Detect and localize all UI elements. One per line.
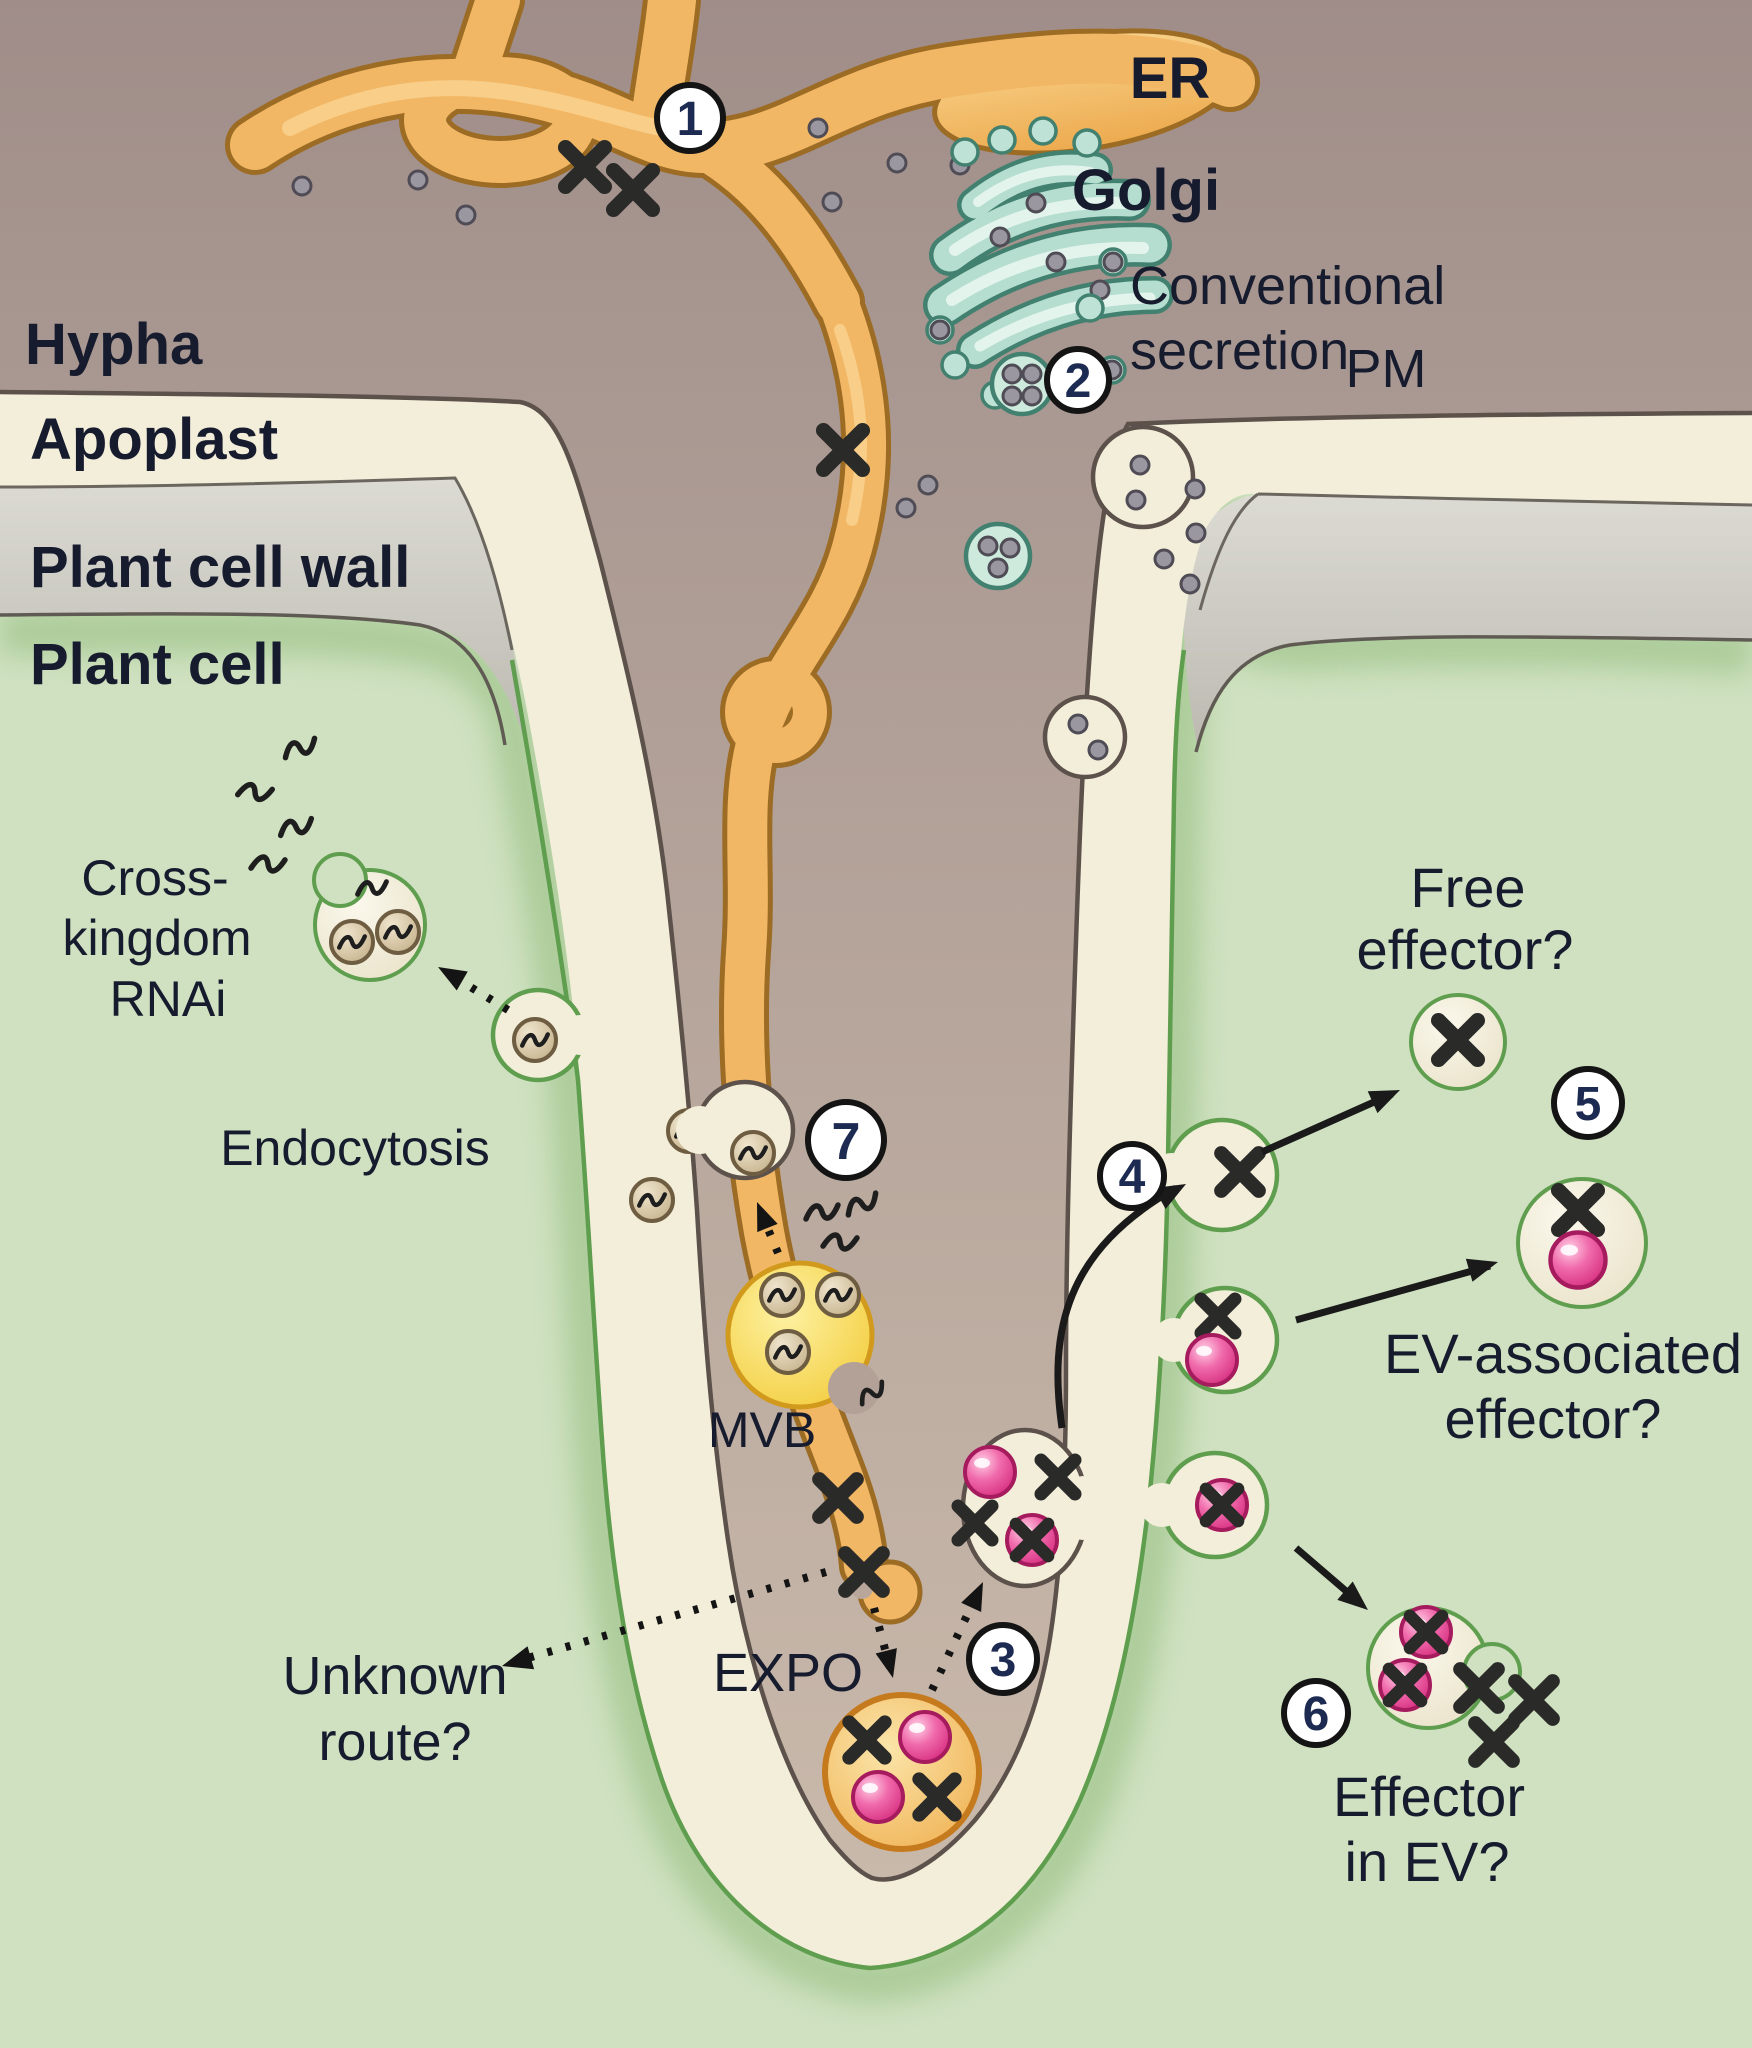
ribosome-dot bbox=[807, 117, 829, 139]
label-plant-cell: Plant cell bbox=[30, 632, 285, 697]
ribosome-dot bbox=[821, 191, 843, 213]
step-circle-2: 2 bbox=[1044, 346, 1112, 414]
label-cross-kingdom-2: kingdom bbox=[63, 910, 252, 966]
mvb-body bbox=[725, 1260, 887, 1414]
plant-pm-line bbox=[509, 649, 1187, 1971]
apoplast-wall-line-left bbox=[0, 476, 514, 651]
step-circle-5: 5 bbox=[1551, 1066, 1625, 1140]
secretory-vesicle-3dots bbox=[963, 521, 1033, 591]
rna-vesicle bbox=[631, 1179, 673, 1221]
ribosome-dot bbox=[886, 152, 908, 174]
free-effector-vesicle bbox=[1409, 993, 1507, 1091]
step-number: 1 bbox=[677, 93, 704, 146]
fungal-pm-bleb-1 bbox=[1090, 424, 1196, 530]
cargo-dot bbox=[989, 226, 1011, 248]
ribosome-dot bbox=[455, 204, 477, 226]
label-ev-associated-2: effector? bbox=[1445, 1387, 1662, 1450]
plant-cell-wall-right bbox=[1183, 494, 1752, 750]
step-circle-6: 6 bbox=[1281, 1678, 1351, 1748]
label-effector-in-ev-1: Effector bbox=[1333, 1765, 1525, 1828]
step-number: 2 bbox=[1065, 355, 1092, 408]
release-arrows bbox=[1054, 1090, 1491, 1606]
label-apoplast: Apoplast bbox=[30, 407, 278, 472]
cargo-dot bbox=[1045, 251, 1067, 273]
golgi-stack bbox=[923, 116, 1174, 591]
label-mvb: MVB bbox=[708, 1402, 816, 1458]
apoplast-wall-line-right bbox=[1198, 492, 1752, 611]
endocytosis-bleb-left bbox=[490, 987, 600, 1083]
dashed-arrowheads bbox=[438, 967, 983, 1678]
step-circle-7: 7 bbox=[805, 1099, 887, 1181]
label-cross-kingdom-3: RNAi bbox=[110, 971, 227, 1027]
label-conventional-secretion-1: Conventional bbox=[1130, 256, 1445, 316]
label-er: ER bbox=[1130, 46, 1211, 111]
expo-compartment bbox=[822, 1692, 982, 1852]
label-endocytosis: Endocytosis bbox=[220, 1120, 490, 1176]
plant-bleb-intact-ev bbox=[1140, 1450, 1270, 1560]
label-cross-kingdom-1: Cross- bbox=[81, 850, 228, 906]
label-plant-cell-wall: Plant cell wall bbox=[30, 535, 410, 600]
hypha-cytoplasm bbox=[0, 0, 1752, 1880]
rna-uptake-bleb bbox=[676, 1079, 796, 1181]
plant-bleb-ev-effector bbox=[1152, 1285, 1280, 1395]
wall-cell-line-left bbox=[0, 612, 507, 746]
label-expo: EXPO bbox=[713, 1643, 863, 1703]
secretory-vesicle-4dots bbox=[989, 351, 1055, 417]
cargo-dot bbox=[1025, 192, 1047, 214]
ev-release-bleb bbox=[958, 1427, 1117, 1589]
label-hypha: Hypha bbox=[25, 312, 203, 377]
step-number: 7 bbox=[832, 1113, 861, 1171]
label-ev-associated-1: EV-associated bbox=[1384, 1322, 1742, 1385]
label-golgi: Golgi bbox=[1072, 158, 1220, 223]
ev-associated-effector-vesicle bbox=[1516, 1177, 1648, 1309]
fungal-pm-line bbox=[0, 389, 1752, 1882]
label-effector-in-ev-2: in EV? bbox=[1345, 1830, 1510, 1893]
step-circle-4: 4 bbox=[1097, 1141, 1167, 1211]
ribosome-dot bbox=[407, 169, 429, 191]
step-circle-3: 3 bbox=[966, 1622, 1040, 1696]
label-pm: PM bbox=[1346, 339, 1427, 399]
step-number: 6 bbox=[1303, 1688, 1330, 1741]
step-circle-1: 1 bbox=[654, 82, 726, 154]
ribosome-dot bbox=[291, 175, 313, 197]
label-free-effector-1: Free bbox=[1410, 856, 1525, 919]
step-number: 3 bbox=[990, 1634, 1017, 1687]
rnai-endosome bbox=[312, 852, 427, 982]
label-unknown-route-1: Unknown bbox=[282, 1646, 507, 1706]
wall-cell-line-right bbox=[1194, 635, 1752, 753]
step-number: 5 bbox=[1575, 1078, 1602, 1131]
label-unknown-route-2: route? bbox=[318, 1712, 471, 1772]
label-free-effector-2: effector? bbox=[1357, 918, 1574, 981]
label-conventional-secretion-2: secretion bbox=[1130, 321, 1349, 381]
fungal-pm-bleb-2 bbox=[1042, 694, 1128, 780]
step-number: 4 bbox=[1119, 1151, 1146, 1204]
